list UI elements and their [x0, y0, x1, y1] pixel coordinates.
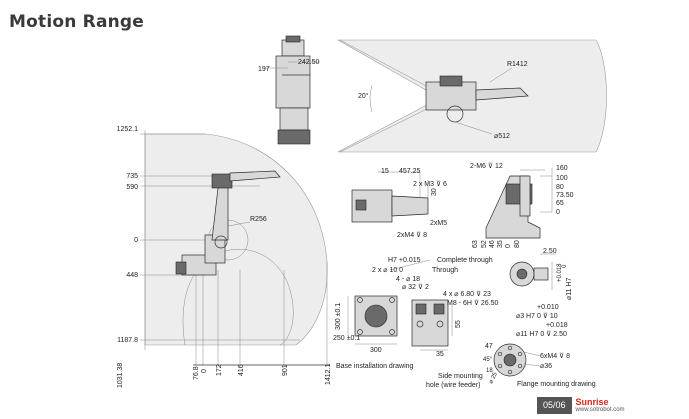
- fs-r-160: 160: [556, 165, 568, 172]
- side-dim-1031: 1031.38: [117, 363, 124, 388]
- flange-dim-47: 47: [485, 343, 493, 350]
- side-dim-1412: 1412.1: [325, 363, 332, 385]
- side-dim-901: 901: [282, 364, 289, 376]
- base-caption: Base installation drawing: [336, 363, 414, 370]
- flange-dim-d25: ⌀ 25: [488, 371, 499, 385]
- base-callout-d18: 4 - ⌀ 18: [396, 276, 420, 283]
- side-dim-172: 172: [216, 364, 223, 376]
- flange-dim-18: 18: [486, 368, 493, 374]
- fs-r-100: 100: [556, 175, 568, 182]
- flange-dim-0: 0: [562, 264, 568, 268]
- base-callout-d10: 2 x ⌀ 10 0: [372, 267, 403, 274]
- flange-dim-250: 2.50: [543, 248, 557, 255]
- flange-dim-018: +0.018: [557, 263, 563, 282]
- fs-b-63: 63: [472, 240, 479, 248]
- side-radius: R256: [250, 216, 267, 223]
- side-dim-h0: 0: [201, 369, 208, 373]
- wrist-dim-15: 15: [381, 168, 389, 175]
- side-mount-callout-1: 4 x ⌀ 6.80 ⊽ 23: [443, 290, 491, 298]
- front-dim-197: 197: [258, 66, 270, 73]
- fs-b-80: 80: [514, 240, 521, 248]
- fs-b-0: 0: [505, 244, 512, 248]
- flange-side-view: 2-M6 ⊽ 12 160 100 80 73.50 65 0 63 52 46…: [470, 162, 574, 248]
- page-number: 05/06: [537, 397, 572, 414]
- base-installation-drawing: 300 ±0.1 250 ±0.1 300 H7 +0.015 2 x ⌀ 10…: [333, 257, 493, 370]
- side-mount-dim-55: 55: [455, 320, 462, 328]
- side-dim-416: 416: [238, 364, 245, 376]
- fs-r-65: 65: [556, 200, 564, 207]
- front-dim-242: 242.50: [298, 59, 320, 66]
- flange-dim-45: 45°: [483, 357, 493, 363]
- side-dim-448: 448: [126, 272, 138, 279]
- side-dim-1187: 1187.8: [117, 337, 138, 344]
- side-mount-caption-2: hole (wire feeder): [426, 382, 480, 389]
- flange-callout-018: +0.018: [546, 322, 568, 329]
- brand-logo: Sunrise www.sotrobot.com: [575, 396, 625, 414]
- top-view: 20° R1412 ⌀512: [336, 39, 607, 153]
- front-view: 197 242.50: [258, 35, 320, 145]
- page-title: Motion Range: [9, 12, 145, 32]
- top-diameter: ⌀512: [494, 133, 510, 140]
- side-mount-callout-2: M8 - 6H ⊽ 26.50: [447, 299, 499, 307]
- flange-side-top: 2-M6 ⊽ 12: [470, 162, 503, 170]
- base-dim-300v: 300 ±0.1: [335, 303, 342, 330]
- flange-callout-d36: ⌀36: [540, 363, 552, 370]
- side-view-reach-envelope: [144, 133, 328, 346]
- base-complete-through: Complete through: [437, 257, 493, 264]
- fs-r-0: 0: [556, 209, 560, 216]
- fs-b-35: 35: [497, 240, 504, 248]
- flange-callout-d3: ⌀3 H7 0 ⊽ 10: [516, 312, 558, 320]
- wrist-dim-30: 30: [431, 188, 438, 196]
- base-dim-300h: 300: [370, 347, 382, 354]
- side-dim-76: 76.8: [193, 366, 200, 380]
- side-mounting-drawing: 4 x ⌀ 6.80 ⊽ 23 M8 - 6H ⊽ 26.50 55 35 Si…: [411, 290, 499, 389]
- base-callout-h7: H7 +0.015: [388, 257, 421, 264]
- side-dim-0: 0: [134, 237, 138, 244]
- side-mount-dim-35: 35: [436, 351, 444, 358]
- flange-callout-d11: ⌀11 H7 0 ⊽ 2.50: [516, 330, 567, 338]
- base-through: Through: [432, 267, 458, 274]
- side-dim-735: 735: [126, 173, 138, 180]
- footer: 05/06 Sunrise www.sotrobot.com: [537, 397, 685, 414]
- flange-dim-d11: ⌀11 H7: [566, 278, 573, 300]
- fs-r-80: 80: [556, 184, 564, 191]
- top-angle: 20°: [358, 92, 369, 100]
- flange-mounting-drawing: 2.50 ⌀11 H7 +0.018 0 +0.010 ⌀3 H7 0 ⊽ 10…: [483, 248, 596, 388]
- flange-callout-m4: 6xM4 ⊽ 8: [540, 352, 570, 360]
- wrist-dim-457: 457.25: [399, 168, 421, 175]
- top-radius: R1412: [507, 61, 528, 68]
- side-mount-caption-1: Side mounting: [438, 373, 483, 380]
- flange-caption: Flange mounting drawing: [517, 381, 596, 388]
- fs-b-46: 46: [489, 240, 496, 248]
- fs-r-73: 73.50: [556, 192, 574, 199]
- wrist-dim-m3: 2 x M3 ⊽ 6: [413, 180, 447, 188]
- base-dim-250: 250 ±0.1: [333, 335, 360, 342]
- wrist-view: 15 457.25 2 x M3 ⊽ 6 30 2xM5 2xM4 ⊽ 8: [351, 168, 447, 239]
- brand-website: www.sotrobot.com: [575, 406, 625, 413]
- flange-callout-010: +0.010: [537, 304, 559, 311]
- wrist-dim-m4: 2xM4 ⊽ 8: [397, 231, 427, 239]
- brand-name: Sunrise: [575, 396, 609, 407]
- side-dim-1252: 1252.1: [117, 126, 139, 133]
- side-view: 1252.1 735 590 0 448 1187.8 R256 1031.38…: [117, 126, 332, 388]
- wrist-dim-m5: 2xM5: [430, 220, 447, 227]
- side-dim-590: 590: [126, 184, 138, 191]
- base-callout-d32: ⌀ 32 ⊽ 2: [402, 283, 429, 291]
- fs-b-52: 52: [481, 240, 488, 248]
